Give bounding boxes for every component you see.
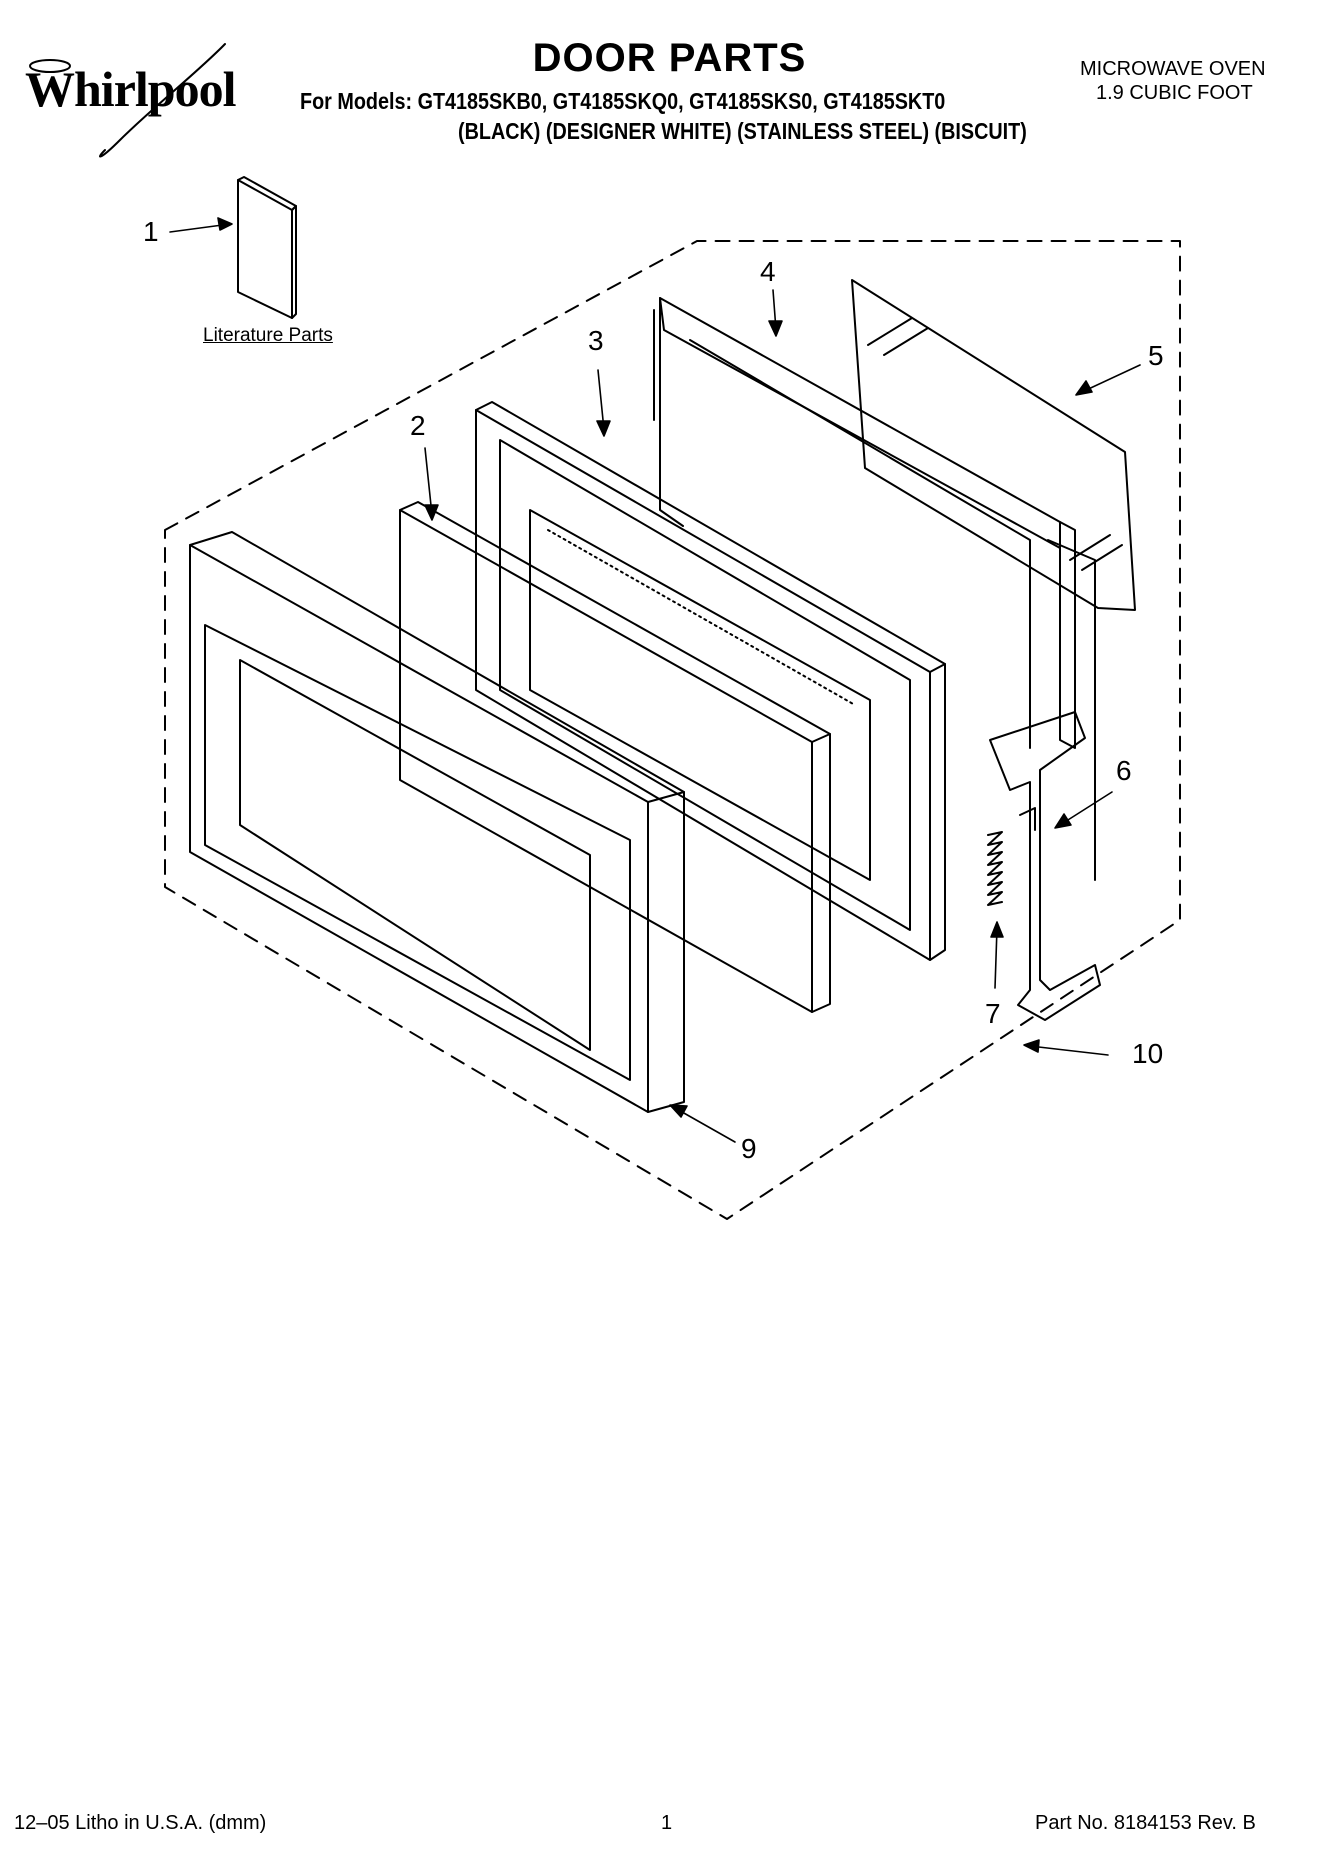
literature-booklet-part-1 bbox=[237, 176, 297, 319]
latch-spring-part-7 bbox=[987, 831, 1003, 906]
door-front-part-9 bbox=[189, 531, 685, 1113]
callout-2: 2 bbox=[410, 410, 426, 441]
models-line: For Models: GT4185SKB0, GT4185SKQ0, GT41… bbox=[300, 88, 946, 114]
callout-6: 6 bbox=[1116, 755, 1132, 786]
product-size: 1.9 CUBIC FOOT bbox=[1096, 82, 1253, 104]
callout-3: 3 bbox=[588, 325, 604, 356]
page-title: DOOR PARTS bbox=[532, 36, 807, 80]
literature-parts-label: Literature Parts bbox=[203, 325, 333, 346]
callout-9: 9 bbox=[741, 1133, 757, 1164]
colors-line: (BLACK) (DESIGNER WHITE) (STAINLESS STEE… bbox=[458, 118, 1027, 144]
callout-10: 10 bbox=[1132, 1038, 1164, 1069]
door-frame-part-4 bbox=[653, 297, 1096, 881]
whirlpool-logo: Whirlpool bbox=[25, 61, 236, 117]
callout-7: 7 bbox=[985, 998, 1001, 1029]
choke-frame-part-3 bbox=[475, 401, 946, 961]
part-number: Part No. 8184153 Rev. B bbox=[1035, 1812, 1256, 1834]
whirlpool-logo-swoosh bbox=[29, 43, 226, 158]
door-glass-part-5 bbox=[851, 279, 1136, 611]
page-number: 1 bbox=[661, 1812, 673, 1834]
callout-1: 1 bbox=[143, 216, 159, 247]
callout-5: 5 bbox=[1148, 340, 1164, 371]
door-panel-part-2 bbox=[399, 501, 831, 1013]
callout-leaders bbox=[169, 217, 1141, 1143]
callout-4: 4 bbox=[760, 256, 776, 287]
product-type: MICROWAVE OVEN bbox=[1080, 58, 1266, 80]
assembly-boundary-dashed bbox=[164, 240, 1181, 1220]
footer-print-info: 12–05 Litho in U.S.A. (dmm) bbox=[14, 1812, 267, 1834]
door-latch-part-6 bbox=[989, 711, 1101, 1021]
